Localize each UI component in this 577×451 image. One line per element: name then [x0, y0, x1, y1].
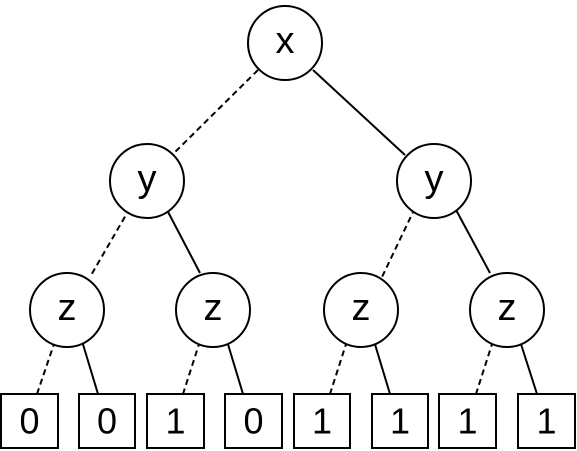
node-z-2: z: [175, 272, 251, 348]
edge-z1-high: [81, 340, 99, 395]
node-x: x: [247, 5, 323, 81]
edge-z4-low: [475, 340, 494, 395]
leaf-7: 1: [438, 393, 497, 449]
leaf-1: 0: [0, 393, 59, 449]
edge-y-left-high: [165, 207, 201, 274]
leaf-4-label: 0: [243, 401, 263, 442]
edge-x-low: [171, 69, 259, 156]
node-y-left: y: [109, 143, 185, 219]
node-z-3-label: z: [352, 287, 371, 329]
edge-z3-low: [329, 340, 348, 395]
leaf-4: 0: [224, 393, 283, 449]
leaf-5-label: 1: [312, 401, 332, 442]
edge-z1-low: [36, 340, 56, 395]
node-z-3: z: [323, 272, 399, 348]
node-z-2-label: z: [204, 287, 223, 329]
leaf-5: 1: [293, 393, 351, 449]
leaf-2: 0: [78, 393, 136, 449]
leaf-1-label: 0: [19, 401, 39, 442]
node-z-4: z: [469, 272, 545, 348]
leaf-6: 1: [371, 393, 429, 449]
edge-z2-high: [226, 340, 244, 395]
edge-y-left-low: [89, 207, 131, 278]
node-y-right: y: [396, 143, 472, 219]
leaf-8: 1: [517, 393, 576, 449]
edge-z3-high: [373, 340, 391, 395]
leaf-3-label: 1: [165, 401, 185, 442]
edge-y-right-low: [381, 207, 416, 278]
node-z-1: z: [29, 272, 105, 348]
edge-z2-low: [182, 340, 201, 395]
node-z-1-label: z: [58, 287, 77, 329]
edge-x-high: [312, 69, 406, 156]
leaf-7-label: 1: [457, 401, 477, 442]
leaf-2-label: 0: [97, 401, 117, 442]
leaf-3: 1: [146, 393, 205, 449]
node-y-right-label: y: [425, 158, 444, 200]
edge-z4-high: [519, 340, 538, 395]
node-z-4-label: z: [498, 287, 517, 329]
node-y-left-label: y: [138, 158, 157, 200]
leaf-8-label: 1: [536, 401, 556, 442]
leaf-6-label: 1: [390, 401, 410, 442]
edge-y-right-high: [454, 207, 491, 274]
node-x-label: x: [276, 20, 295, 62]
